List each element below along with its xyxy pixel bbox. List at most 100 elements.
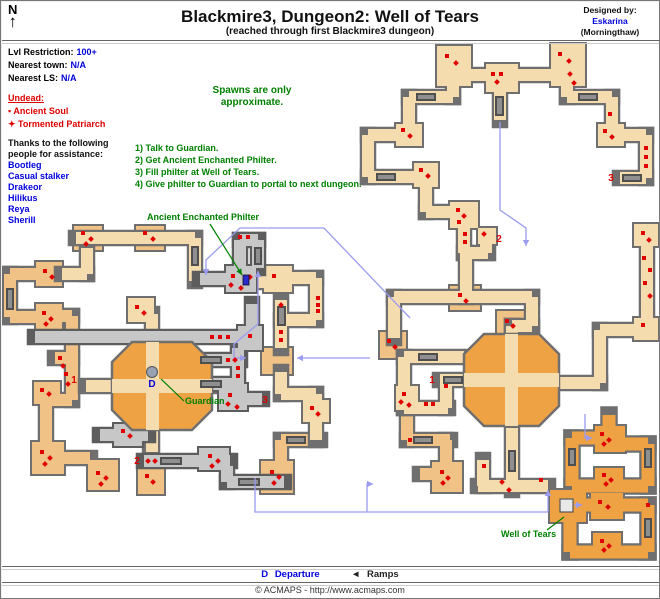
spawn-dot — [506, 487, 512, 493]
spawn-dot — [272, 274, 276, 278]
spawn-dot — [440, 480, 446, 486]
spawns-note: Spawns are only approximate. — [212, 85, 292, 108]
spawn-dot — [231, 274, 235, 278]
spawn-dot — [644, 146, 648, 150]
nearest-town-value: N/A — [70, 60, 87, 70]
thanks-heading: Thanks to the following people for assis… — [8, 138, 109, 159]
spawn-dot — [491, 72, 495, 76]
spawn-dot — [445, 475, 451, 481]
spawn-dot — [228, 393, 232, 397]
nearest-ls-value: N/A — [61, 73, 77, 83]
spawn-dot — [121, 429, 125, 433]
spawn-dot — [407, 133, 413, 139]
route-arrow-icon — [544, 490, 552, 496]
thanks-name: Drakeor — [8, 182, 43, 192]
map-number-marker: 3 — [608, 173, 614, 184]
room — [437, 46, 471, 86]
map-number-marker: 1 — [429, 375, 435, 386]
spawn-dot — [218, 335, 222, 339]
compass-north-icon: N ↑ — [8, 2, 18, 31]
designer-world: (Morningthaw) — [580, 27, 640, 37]
spawn-dot — [42, 311, 46, 315]
spawn-dot — [310, 406, 314, 410]
spawn-dot — [316, 303, 320, 307]
route-arrow-icon — [586, 434, 592, 442]
well-square — [559, 498, 574, 513]
spawn-dot — [600, 432, 604, 436]
spawn-dot — [398, 399, 404, 405]
spawn-dot — [127, 433, 133, 439]
spawn-dot — [387, 339, 391, 343]
route-arrow-icon — [297, 354, 303, 362]
spawn-dot — [494, 79, 500, 85]
departure-letter: D — [148, 379, 155, 390]
spawn-dot — [458, 293, 462, 297]
guardian-label: Guardian — [185, 396, 225, 406]
spawn-dot — [641, 231, 645, 235]
designer-credit: Designed by: Eskarina (Morningthaw) — [564, 5, 656, 38]
spawn-dot — [408, 438, 412, 442]
spawn-dot — [316, 296, 320, 300]
room — [634, 224, 658, 246]
quest-step: 4) Give philter to Guardian to portal to… — [135, 179, 362, 189]
spawn-dot — [65, 381, 71, 387]
copyright-text: © ACMAPS - http://www.acmaps.com — [255, 585, 405, 595]
route-arrow-icon — [254, 271, 262, 277]
spawn-dot — [276, 474, 282, 480]
spawn-dot — [234, 404, 240, 410]
designer-name: Eskarina — [592, 16, 628, 26]
spawn-dot — [605, 504, 611, 510]
spawn-dot — [150, 479, 156, 485]
thanks-name: Sherill — [8, 215, 36, 225]
undead-legend: Undead: ▪ Ancient Soul✦ Tormented Patria… — [8, 92, 105, 131]
room — [396, 386, 418, 410]
page-subtitle: (reached through first Blackmire3 dungeo… — [225, 26, 435, 37]
label-pointer-line — [160, 378, 185, 402]
designed-by-label: Designed by: — [583, 5, 637, 15]
route-line — [366, 483, 373, 512]
spawn-dot — [152, 458, 158, 464]
room — [88, 460, 118, 490]
spawn-dot — [444, 384, 448, 388]
spawn-dot — [96, 471, 100, 475]
route-line — [499, 122, 527, 246]
spawn-dot — [135, 305, 139, 309]
label-arrow-icon — [236, 268, 242, 275]
room — [138, 466, 164, 494]
spawn-dot — [456, 208, 460, 212]
spawn-dot — [463, 232, 467, 236]
legend-divider-bottom — [0, 582, 660, 586]
spawn-dot — [431, 402, 435, 406]
spawn-dot — [601, 547, 607, 553]
route-arrow-icon — [367, 480, 373, 488]
route-line — [205, 227, 411, 319]
spawn-dot — [232, 357, 238, 363]
spawn-dot — [603, 129, 607, 133]
spawn-dot — [445, 54, 449, 58]
route-line — [254, 478, 549, 513]
spawn-dot — [499, 479, 505, 485]
route-arrow-icon — [240, 354, 246, 362]
thanks-name: Reya — [8, 204, 30, 214]
spawn-dot — [608, 112, 612, 116]
room — [593, 533, 621, 557]
spawn-dot — [83, 241, 89, 247]
label-pointer-line — [546, 516, 565, 531]
spawn-dot — [510, 323, 516, 329]
spawn-dot — [141, 310, 147, 316]
room — [219, 384, 247, 410]
undead-item: ▪ Ancient Soul — [8, 106, 69, 116]
room — [486, 64, 518, 92]
undead-heading: Undead: — [8, 93, 44, 103]
spawn-dot — [271, 480, 277, 486]
route-arrow-icon — [522, 240, 530, 246]
octagon-cross — [505, 334, 518, 426]
quest-step: 3) Fill philter at Well of Tears. — [135, 167, 260, 177]
spawn-dot — [88, 236, 94, 242]
departure-legend-label: Departure — [274, 569, 320, 580]
spawn-dot — [401, 128, 405, 132]
spawn-dot — [598, 500, 602, 504]
spawn-dot — [481, 231, 487, 237]
spawn-dot — [279, 338, 283, 342]
